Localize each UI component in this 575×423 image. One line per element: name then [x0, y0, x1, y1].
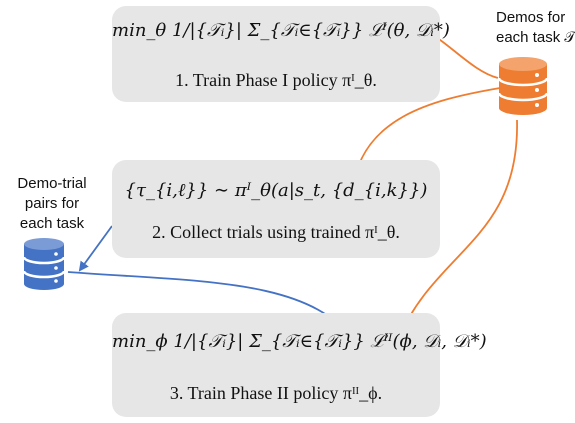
demos-label-line: Demos for	[496, 9, 566, 26]
phase-two-formula: {τ_{i,ℓ}} ∼ πᴵ_θ(a|s_t, {d_{i,k}})	[124, 180, 428, 201]
phase-two-box: {τ_{i,ℓ}} ∼ πᴵ_θ(a|s_t, {d_{i,k}}) 2. Co…	[112, 160, 440, 258]
pairs-label-line: each task	[19, 215, 85, 232]
phase-three-formula: min_ϕ 1/|{𝒯ᵢ}| Σ_{𝒯ᵢ∈{𝒯ᵢ}} ℒᴵᴵ(ϕ, 𝒟ᵢ, 𝒟ᵢ…	[112, 331, 487, 352]
pairs-label-line: pairs for	[24, 195, 80, 212]
demos-database-icon	[497, 57, 549, 115]
pairs-database-icon	[22, 238, 66, 290]
phase-three-caption: 3. Train Phase II policy πᴵᴵ_ϕ.	[169, 383, 383, 403]
demos-label-line: each task 𝒯ᵢ	[496, 29, 575, 46]
database-icon	[497, 57, 549, 115]
demos-store-label: Demos for each task 𝒯ᵢ	[496, 8, 575, 48]
phase-two-caption: 2. Collect trials using trained πᴵ_θ.	[152, 222, 400, 242]
pairs-label-line: Demo-trial	[17, 175, 87, 192]
phase-three-box: min_ϕ 1/|{𝒯ᵢ}| Σ_{𝒯ᵢ∈{𝒯ᵢ}} ℒᴵᴵ(ϕ, 𝒟ᵢ, 𝒟ᵢ…	[112, 313, 487, 417]
database-icon	[22, 238, 66, 290]
phase-one-formula: min_θ 1/|{𝒯ᵢ}| Σ_{𝒯ᵢ∈{𝒯ᵢ}} ℒᴵ(θ, 𝒟ᵢ*)	[112, 20, 450, 41]
pairs-store-label: Demo-trial pairs for each task	[2, 174, 102, 234]
phase-one-box: min_θ 1/|{𝒯ᵢ}| Σ_{𝒯ᵢ∈{𝒯ᵢ}} ℒᴵ(θ, 𝒟ᵢ*) 1.…	[112, 6, 450, 102]
phase-one-caption: 1. Train Phase I policy πᴵ_θ.	[175, 70, 377, 90]
